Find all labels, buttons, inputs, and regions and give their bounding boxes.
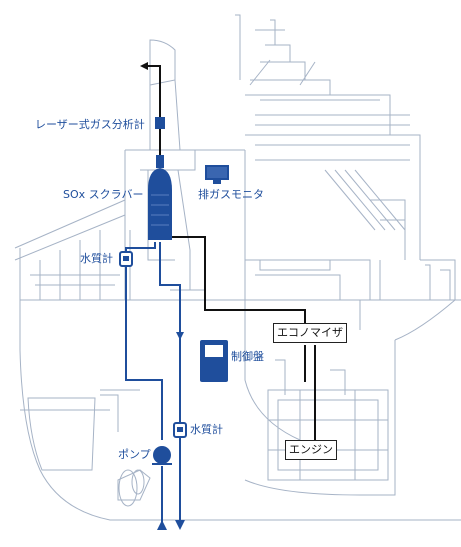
laser-analyzer-label: レーザー式ガス分析計 <box>35 118 145 131</box>
laser-analyzer-block <box>155 117 165 129</box>
exhaust-outlet-arrow <box>140 62 148 70</box>
seawater-intake-arrow <box>157 520 167 530</box>
exhaust-monitor-label: 排ガスモニタ <box>198 188 264 201</box>
engine-box: エンジン <box>285 440 337 460</box>
pump-icon <box>152 446 172 465</box>
pump-label: ポンプ <box>118 448 151 461</box>
water-meter-top-label: 水質計 <box>80 252 113 265</box>
exhaust-monitor-screen <box>205 165 229 184</box>
water-pipes <box>125 242 181 528</box>
water-meter-top-icon <box>119 251 133 267</box>
economizer-box: エコノマイザ <box>273 323 347 343</box>
water-meter-bottom-icon <box>173 422 187 438</box>
seawater-outlet-arrow <box>175 520 185 530</box>
control-panel-label: 制御盤 <box>231 350 264 363</box>
control-panel-box <box>200 340 228 382</box>
scrubber-tower <box>148 155 172 240</box>
exhaust-pipes <box>170 236 316 440</box>
exhaust-outlet <box>145 65 161 155</box>
scrubber-label: SOx スクラバー <box>63 188 144 201</box>
flow-arrow <box>176 332 184 340</box>
water-meter-bottom-label: 水質計 <box>190 423 223 436</box>
ship-outline <box>14 14 461 521</box>
